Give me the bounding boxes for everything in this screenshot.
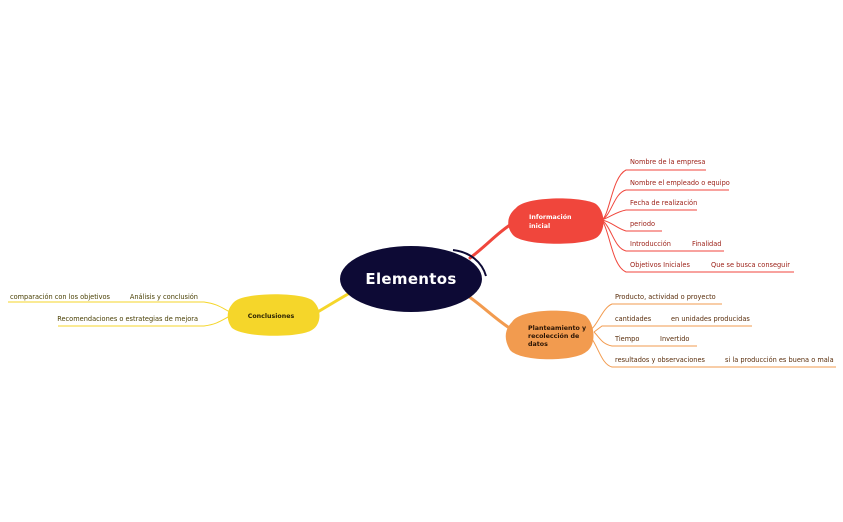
central-node-label: Elementos: [365, 270, 456, 288]
leaf-nombre-empresa[interactable]: Nombre de la empresa: [630, 158, 705, 166]
leaf-line-cantidades: [593, 325, 660, 333]
leaf-cantidades[interactable]: cantidades: [615, 315, 652, 323]
node-planteamiento-line-1: Planteamiento y: [528, 325, 586, 332]
node-planteamiento[interactable]: Planteamiento y recolección de datos: [505, 310, 594, 360]
leaf-line-nombre-empresa: [601, 169, 706, 221]
leaf-comparacion-objetivos[interactable]: comparación con los objetivos: [10, 293, 111, 301]
leaf-line-periodo: [601, 219, 662, 232]
node-conclusiones[interactable]: Conclusiones: [227, 294, 320, 336]
leaf-nombre-empleado[interactable]: Nombre el empleado o equipo: [630, 179, 730, 187]
leaf-line-objetivos: [601, 219, 699, 273]
leaf-tiempo[interactable]: Tiempo: [614, 335, 639, 343]
leaf-si-buena-mala[interactable]: si la producción es buena o mala: [725, 356, 834, 364]
node-informacion-line-1: Información: [529, 213, 572, 221]
leaf-que-se-busca[interactable]: Que se busca conseguir: [711, 261, 790, 269]
node-planteamiento-shape: [505, 310, 594, 360]
node-informacion[interactable]: Información inicial: [508, 198, 604, 244]
leaf-line-fecha: [601, 209, 697, 221]
leaf-producto[interactable]: Producto, actividad o proyecto: [615, 293, 716, 301]
leaf-invertido[interactable]: Invertido: [660, 335, 689, 343]
central-node[interactable]: Elementos: [340, 246, 487, 312]
leaf-analisis-conclusion[interactable]: Análisis y conclusión: [130, 293, 198, 301]
leaf-introduccion[interactable]: Introducción: [630, 240, 671, 248]
leaf-line-tiempo: [593, 331, 650, 347]
node-planteamiento-label: Planteamiento y recolección de datos: [528, 325, 588, 348]
central-node-shape: [340, 246, 482, 312]
node-conclusiones-label: Conclusiones: [248, 313, 295, 320]
connector-conclusiones: [314, 292, 350, 315]
leaf-line-recomendaciones: [58, 315, 231, 327]
leaf-periodo[interactable]: periodo: [630, 220, 655, 228]
central-node-sketch-stroke: [452, 249, 487, 277]
leaf-resultados[interactable]: resultados y observaciones: [615, 356, 706, 364]
leaf-recomendaciones[interactable]: Recomendaciones o estrategias de mejora: [57, 315, 198, 323]
node-informacion-label: Información inicial: [529, 213, 574, 230]
leaf-fecha-realizacion[interactable]: Fecha de realización: [630, 199, 697, 207]
connector-planteamiento: [466, 294, 516, 333]
node-informacion-shape: [508, 198, 604, 244]
leaf-unidades-producidas[interactable]: en unidades producidas: [671, 315, 750, 323]
leaf-finalidad[interactable]: Finalidad: [692, 240, 721, 248]
leaf-line-introduccion: [601, 219, 681, 252]
leaf-objetivos-iniciales[interactable]: Objetivos Iniciales: [630, 261, 690, 269]
leaf-line-analisis: [128, 301, 231, 313]
node-planteamiento-line-3: datos: [528, 341, 548, 348]
node-informacion-line-2: inicial: [529, 223, 550, 230]
node-planteamiento-line-2: recolección de: [528, 332, 579, 340]
node-conclusiones-shape: [227, 294, 320, 336]
leaf-line-nombre-empleado: [601, 189, 729, 221]
